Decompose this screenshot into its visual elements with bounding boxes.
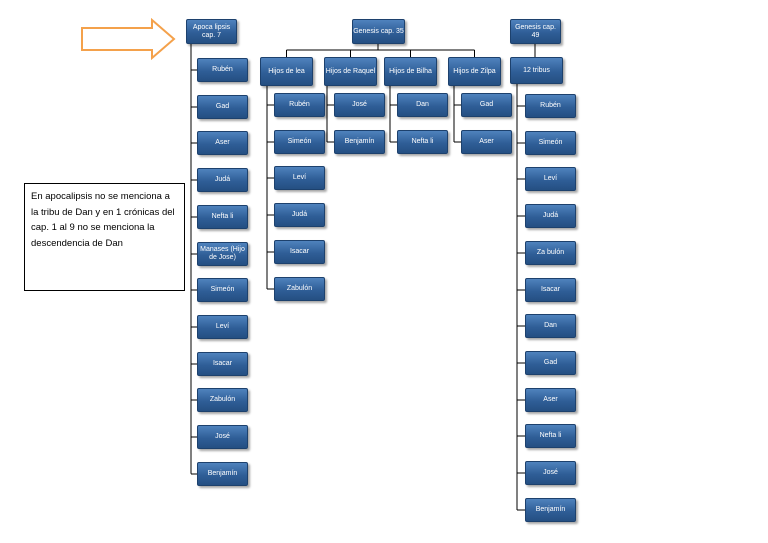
genesis35-son: Gad [461,93,512,117]
genesis49-head: Genesis cap. 49 [510,19,561,44]
apocalipsis-tribe: Nefta li [197,205,248,229]
genesis35-son: Simeón [274,130,325,154]
note-box: En apocalipsis no se menciona a la tribu… [24,183,185,291]
genesis49-tribe: Dan [525,314,576,338]
genesis49-tribe: Aser [525,388,576,412]
genesis49-tribe: Rubén [525,94,576,118]
genesis49-tribe: Benjamín [525,498,576,522]
right-arrow-icon [81,18,176,60]
genesis49-tribe: Leví [525,167,576,191]
apocalipsis-tribe: Isacar [197,352,248,376]
twelve-tribes-box: 12 tribus [510,57,563,84]
genesis35-son: Dan [397,93,448,117]
apocalipsis-tribe: Aser [197,131,248,155]
apocalipsis-tribe: Manases (Hijo de Jose) [197,242,248,266]
apocalipsis-tribe: Rubén [197,58,248,82]
apocalipsis-tribe: Simeón [197,278,248,302]
genesis49-tribe: José [525,461,576,485]
genesis35-son: Aser [461,130,512,154]
genesis35-group: Hijos de Bilha [384,57,437,86]
apocalipsis-tribe: José [197,425,248,449]
apocalipsis-tribe: Zabulón [197,388,248,412]
genesis49-tribe: Za bulón [525,241,576,265]
genesis35-head: Genesis cap. 35 [352,19,405,44]
genesis35-son: Judá [274,203,325,227]
genesis35-son: Benjamín [334,130,385,154]
genesis49-tribe: Nefta li [525,424,576,448]
genesis35-son: Nefta li [397,130,448,154]
genesis35-group: Hijos de Raquel [324,57,377,86]
genesis35-son: Leví [274,166,325,190]
apocalipsis-head: Apoca lipsis cap. 7 [186,19,237,44]
genesis35-group: Hijos de lea [260,57,313,86]
genesis35-son: José [334,93,385,117]
genesis49-tribe: Simeón [525,131,576,155]
genesis35-son: Rubén [274,93,325,117]
apocalipsis-tribe: Gad [197,95,248,119]
genesis35-son: Zabulón [274,277,325,301]
apocalipsis-tribe: Judá [197,168,248,192]
apocalipsis-tribe: Benjamín [197,462,248,486]
genesis35-group: Hijos de Zilpa [448,57,501,86]
genesis49-tribe: Gad [525,351,576,375]
genesis49-tribe: Judá [525,204,576,228]
genesis49-tribe: Isacar [525,278,576,302]
apocalipsis-tribe: Leví [197,315,248,339]
genesis35-son: Isacar [274,240,325,264]
